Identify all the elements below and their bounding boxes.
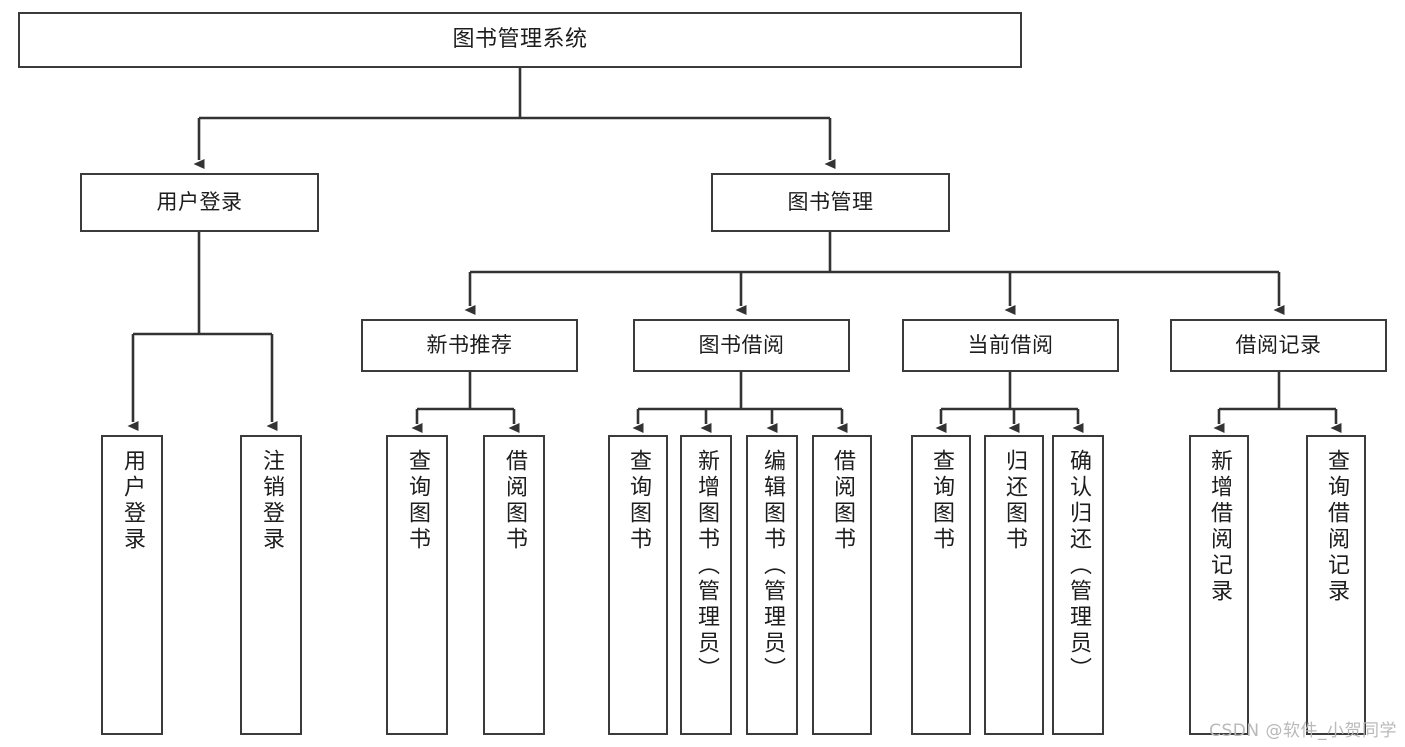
- node-new-book-recommend[interactable]: 新书推荐: [361, 319, 578, 372]
- node-borrow-record[interactable]: 借阅记录: [1170, 319, 1387, 372]
- node-label: 借阅图书: [502, 449, 527, 553]
- node-leaf-add-borrow-record[interactable]: 新增借阅记录: [1189, 435, 1249, 735]
- node-leaf-query-book-current[interactable]: 查询图书: [911, 435, 971, 735]
- node-label: 用户登录: [156, 190, 243, 215]
- node-leaf-borrow-book[interactable]: 借阅图书: [812, 435, 872, 735]
- node-label: 新增借阅记录: [1207, 449, 1232, 605]
- node-label: 查询图书: [405, 449, 430, 553]
- node-leaf-edit-book[interactable]: 编辑图书（管理员）: [746, 435, 798, 735]
- node-label: 图书管理系统: [452, 27, 588, 53]
- node-label: 借阅记录: [1235, 333, 1322, 358]
- node-leaf-query-book-new[interactable]: 查询图书: [386, 435, 448, 735]
- node-user-login[interactable]: 用户登录: [80, 173, 319, 232]
- node-label: 图书管理: [787, 190, 874, 215]
- csdn-watermark: CSDN @软件_小贺同学: [1209, 721, 1397, 741]
- node-label: 确认归还（管理员）: [1066, 449, 1091, 683]
- node-leaf-return-book[interactable]: 归还图书: [984, 435, 1044, 735]
- node-label: 查询图书: [626, 449, 651, 553]
- node-label: 编辑图书（管理员）: [760, 449, 785, 683]
- node-leaf-logout[interactable]: 注销登录: [240, 435, 302, 735]
- node-leaf-borrow-book-new[interactable]: 借阅图书: [483, 435, 545, 735]
- node-label: 借阅图书: [830, 449, 855, 553]
- node-label: 归还图书: [1002, 449, 1027, 553]
- node-current-borrow[interactable]: 当前借阅: [902, 319, 1119, 372]
- node-book-borrow[interactable]: 图书借阅: [633, 319, 850, 372]
- node-label: 查询图书: [929, 449, 954, 553]
- node-leaf-confirm-return[interactable]: 确认归还（管理员）: [1052, 435, 1104, 735]
- node-label: 用户登录: [120, 449, 145, 553]
- node-label: 查询借阅记录: [1324, 449, 1349, 605]
- node-label: 新书推荐: [426, 333, 513, 358]
- node-label: 当前借阅: [967, 333, 1054, 358]
- node-label: 图书借阅: [698, 333, 785, 358]
- node-label: 注销登录: [259, 449, 284, 553]
- node-leaf-user-login[interactable]: 用户登录: [101, 435, 163, 735]
- node-leaf-query-book-borrow[interactable]: 查询图书: [608, 435, 668, 735]
- node-root-system[interactable]: 图书管理系统: [18, 12, 1022, 68]
- node-book-manage[interactable]: 图书管理: [711, 173, 950, 232]
- node-label: 新增图书（管理员）: [694, 449, 719, 683]
- node-leaf-add-book[interactable]: 新增图书（管理员）: [680, 435, 732, 735]
- node-leaf-query-borrow-record[interactable]: 查询借阅记录: [1306, 435, 1366, 735]
